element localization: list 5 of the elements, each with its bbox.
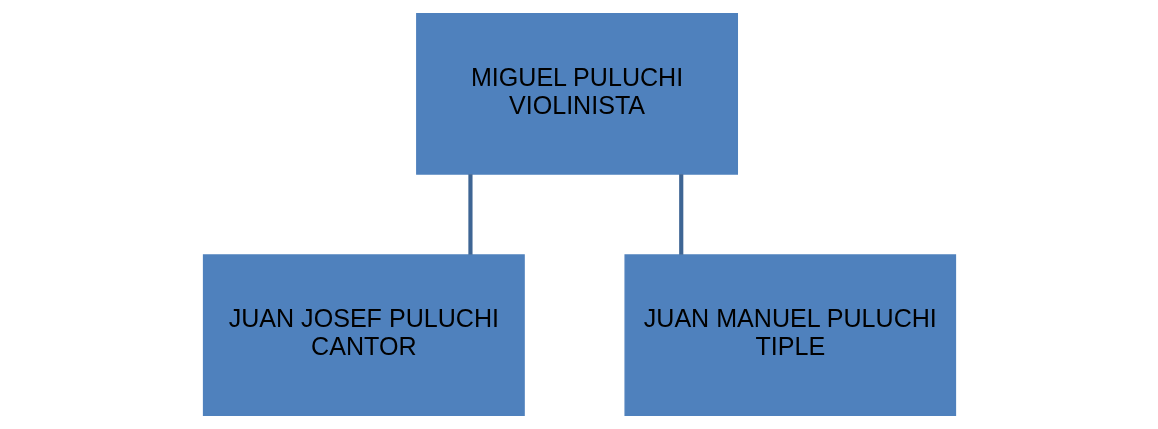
connector	[678, 174, 683, 255]
node-box: JUAN MANUEL PULUCHI TIPLE	[623, 254, 956, 416]
node-box: JUAN JOSEF PULUCHI CANTOR	[202, 254, 525, 416]
node-box: MIGUEL PULUCHI VIOLINISTA	[415, 13, 738, 175]
connector	[467, 174, 473, 255]
